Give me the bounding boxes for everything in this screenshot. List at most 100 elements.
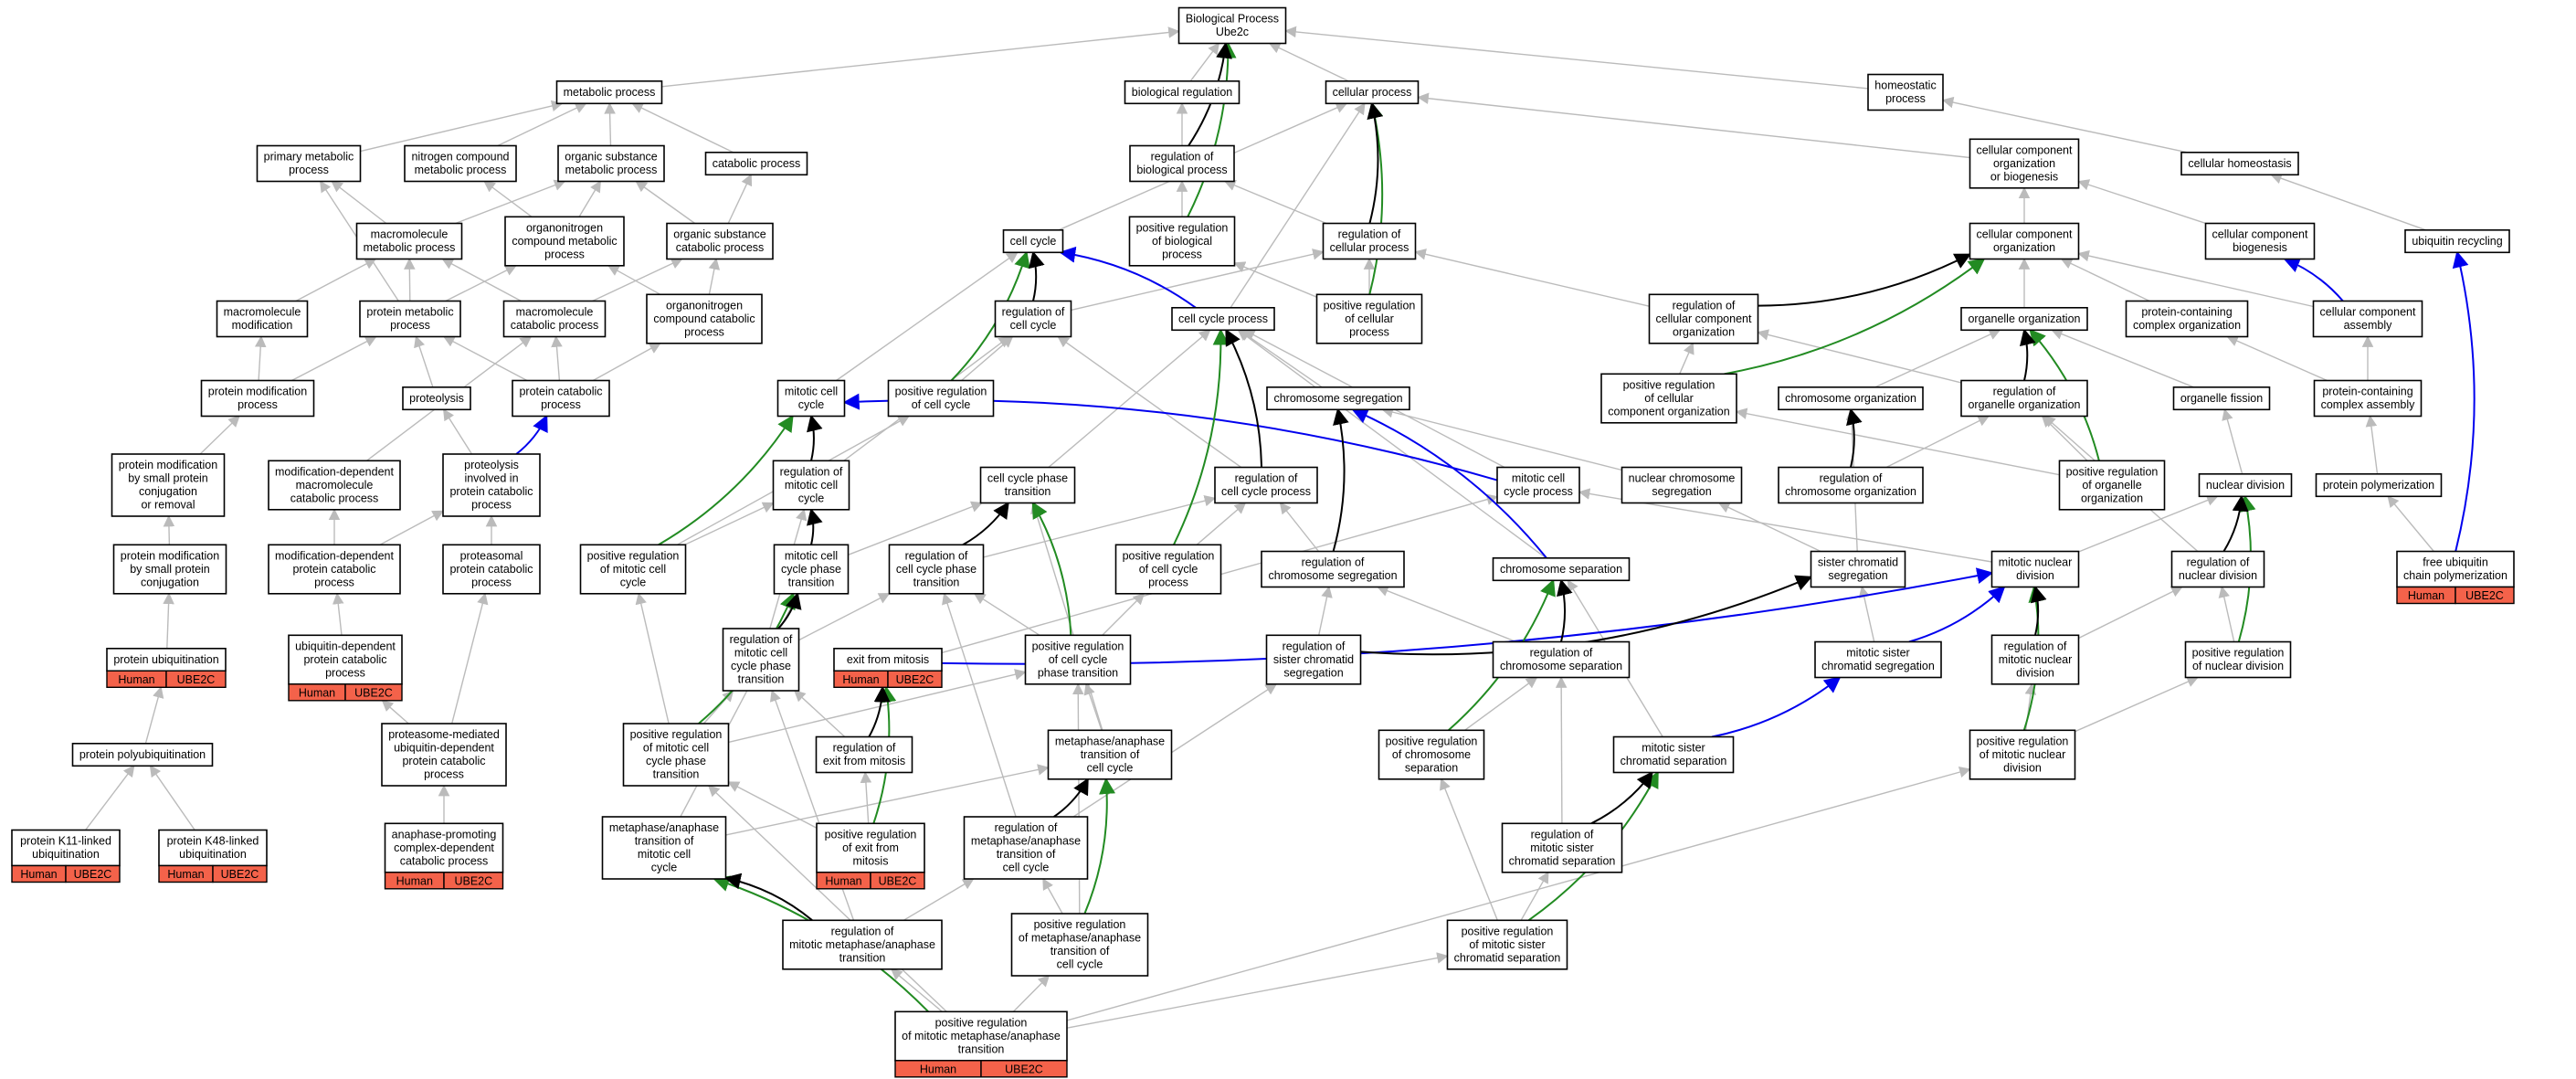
node-chromseg[interactable]: chromosome segregation (1266, 386, 1410, 411)
node-ccproc[interactable]: cell cycle process (1171, 306, 1275, 332)
node-chromsep[interactable]: chromosome separation (1492, 556, 1631, 582)
node-box (2125, 300, 2249, 338)
node-chromorg[interactable]: chromosome organization (1778, 386, 1924, 411)
node-protpolyubi[interactable]: protein polyubiquitination (71, 742, 214, 767)
node-cellhomeo[interactable]: cellular homeostasis (2180, 152, 2299, 176)
node-orgorg[interactable]: organelle organization (1960, 306, 2088, 332)
node-bioreg[interactable]: biological regulation (1124, 80, 1240, 105)
node-cellcycle[interactable]: cell cycle (1002, 229, 1064, 254)
node-box (704, 152, 808, 176)
node-cellular[interactable]: cellular process (1325, 80, 1420, 105)
node-ubirecyc[interactable]: ubiquitin recycling (2404, 229, 2510, 254)
node-catabolic[interactable]: catabolic process (704, 152, 808, 176)
node-proteolysis[interactable]: proteolysis (402, 386, 471, 411)
node-metabolic[interactable]: metabolic process (555, 80, 663, 105)
node-nucdiv[interactable]: nuclear division (2198, 472, 2293, 498)
node-orgfission[interactable]: organelle fission (2172, 386, 2271, 411)
node-protpoly[interactable]: protein polymerization (2315, 472, 2443, 498)
node-box (404, 144, 517, 183)
